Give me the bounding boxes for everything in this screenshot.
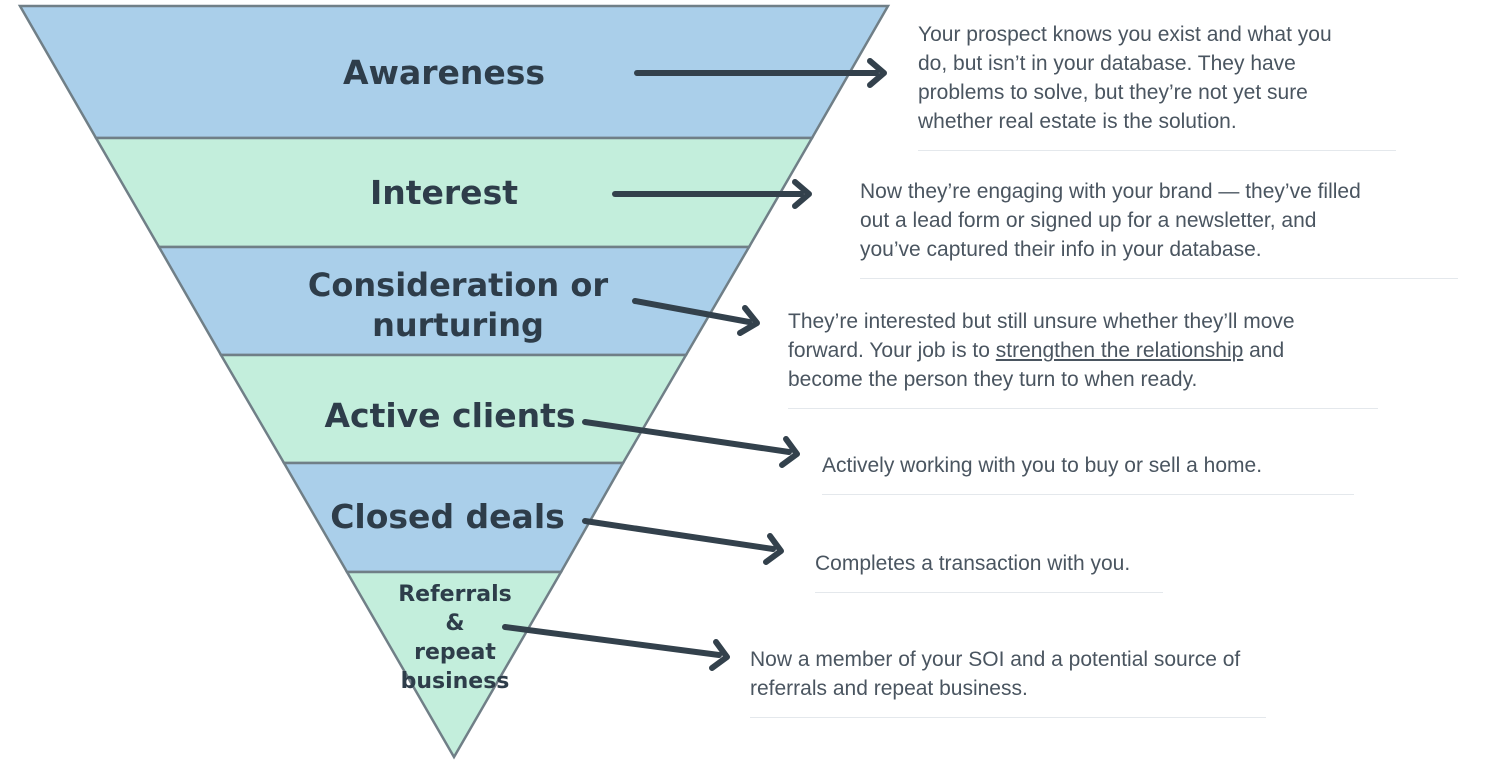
description-line: Actively working with you to buy or sell… bbox=[822, 454, 1263, 477]
stage-label-line: repeat bbox=[414, 640, 496, 665]
arrowhead-awareness bbox=[867, 58, 887, 88]
arrowhead-active-clients bbox=[779, 436, 800, 468]
arrow-referrals bbox=[502, 624, 722, 658]
stage-label-line: Interest bbox=[369, 173, 518, 212]
funnel-band-referrals bbox=[344, 570, 564, 760]
description-consideration: They’re interested but still unsure whet… bbox=[788, 307, 1378, 409]
description-line: forward. Your job is to strengthen the r… bbox=[788, 336, 1378, 365]
arrowhead-consideration bbox=[737, 305, 760, 336]
arrowhead-interest bbox=[792, 179, 812, 209]
description-line: They’re interested but still unsure whet… bbox=[788, 310, 1295, 333]
description-line: you’ve captured their info in your datab… bbox=[860, 238, 1262, 261]
stage-label-line: Referrals & bbox=[398, 582, 512, 636]
stage-label-interest: Interest bbox=[334, 173, 554, 213]
description-line: become the person they turn to when read… bbox=[788, 368, 1198, 391]
stage-label-line: nurturing bbox=[372, 306, 544, 344]
stage-label-line: Active clients bbox=[324, 396, 576, 435]
description-closed-deals: Completes a transaction with you. bbox=[815, 549, 1163, 593]
stage-label-line: business bbox=[400, 669, 510, 694]
arrow-consideration bbox=[632, 298, 752, 325]
description-line: Completes a transaction with you. bbox=[815, 552, 1131, 575]
description-line: Now a member of your SOI and a potential… bbox=[750, 648, 1241, 671]
stage-label-active-clients: Active clients bbox=[320, 396, 580, 436]
description-line: Now they’re engaging with your brand — t… bbox=[860, 180, 1361, 203]
description-referrals: Now a member of your SOI and a potential… bbox=[750, 645, 1266, 718]
stage-label-closed-deals: Closed deals bbox=[330, 497, 565, 537]
arrowhead-referrals bbox=[709, 639, 730, 671]
stage-label-line: Closed deals bbox=[330, 497, 565, 536]
description-interest: Now they’re engaging with your brand — t… bbox=[860, 177, 1458, 279]
stage-label-line: Consideration or bbox=[307, 266, 609, 304]
description-line: whether real estate is the solution. bbox=[918, 110, 1237, 133]
stage-label-referrals: Referrals & repeat business bbox=[385, 580, 525, 696]
stage-label-consideration: Consideration or nurturing bbox=[293, 265, 623, 345]
description-line: referrals and repeat business. bbox=[750, 677, 1028, 700]
strengthen-relationship-link[interactable]: strengthen the relationship bbox=[995, 339, 1244, 362]
description-text: and bbox=[1243, 339, 1285, 362]
description-awareness: Your prospect knows you exist and what y… bbox=[918, 20, 1396, 151]
stage-label-awareness: Awareness bbox=[334, 53, 554, 93]
arrow-active-clients bbox=[582, 419, 792, 455]
description-text: forward. Your job is to bbox=[788, 339, 996, 362]
description-active-clients: Actively working with you to buy or sell… bbox=[822, 451, 1354, 495]
stage-label-line: Awareness bbox=[342, 53, 546, 92]
description-line: problems to solve, but they’re not yet s… bbox=[918, 81, 1308, 104]
description-line: Your prospect knows you exist and what y… bbox=[918, 23, 1332, 46]
arrowhead-closed-deals bbox=[763, 533, 784, 565]
description-line: out a lead form or signed up for a newsl… bbox=[860, 209, 1317, 232]
arrow-closed-deals bbox=[582, 518, 776, 552]
description-line: do, but isn’t in your database. They hav… bbox=[918, 52, 1296, 75]
